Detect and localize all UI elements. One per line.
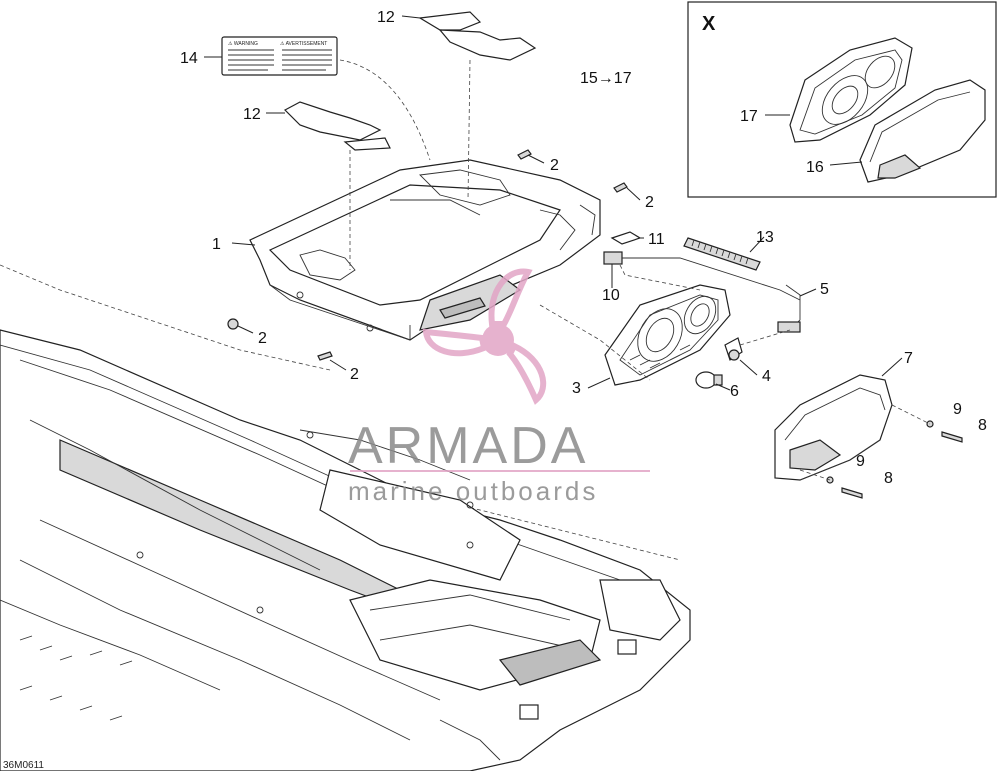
leader-lines — [204, 15, 903, 391]
callout-14: 14 — [180, 50, 198, 67]
callout-8-upper: 8 — [978, 417, 987, 434]
callout-9-upper: 9 — [953, 401, 962, 418]
callout-12-top: 12 — [377, 9, 395, 26]
watermark-brand: ARMADA — [348, 417, 588, 475]
callout-6: 6 — [730, 383, 739, 400]
callouts: 12 14 12 15→17 2 2 1 11 13 10 5 2 2 7 4 … — [180, 9, 987, 487]
lens-part-7 — [774, 374, 893, 481]
wire-harness-part-5 — [777, 284, 801, 333]
clip-part-11 — [610, 231, 642, 245]
bulb-part-6 — [695, 371, 723, 389]
reflector-part-3 — [604, 284, 731, 386]
callout-8-lower: 8 — [884, 470, 893, 487]
propeller-logo-icon — [422, 268, 547, 405]
spring-part-13 — [683, 237, 761, 271]
callout-17: 17 — [740, 108, 758, 125]
pad-upper-part-12 — [418, 11, 537, 61]
screw-8-upper — [941, 431, 963, 443]
callout-3: 3 — [572, 380, 581, 397]
pad-lower-part-12 — [284, 101, 391, 151]
callout-2-left: 2 — [258, 330, 267, 347]
callout-13: 13 — [756, 229, 774, 246]
inset-label-x: X — [702, 13, 716, 35]
callout-5: 5 — [820, 281, 829, 298]
decal-line-2: ⚠ AVERTISSEMENT — [280, 41, 327, 47]
callout-9-lower: 9 — [856, 453, 865, 470]
callout-4: 4 — [762, 368, 771, 385]
screw-2-left — [227, 318, 239, 330]
watermark: ARMADA marine outboards — [348, 268, 650, 506]
callout-1: 1 — [212, 236, 221, 253]
socket-part-4 — [724, 337, 743, 361]
screw-2-top — [517, 149, 532, 160]
decal-line-1: ⚠ WARNING — [228, 41, 258, 47]
callout-2-top: 2 — [550, 157, 559, 174]
screw-8-lower — [841, 487, 863, 499]
rear-housing-part-1 — [249, 159, 601, 341]
callout-2-bottom: 2 — [350, 366, 359, 383]
inset-box-x — [687, 1, 997, 198]
warning-decal-part-14: ⚠ WARNING ⚠ AVERTISSEMENT — [221, 36, 338, 76]
screw-2-right — [613, 182, 628, 193]
callout-7: 7 — [904, 350, 913, 367]
chassis-frame — [0, 264, 691, 771]
callout-15-to-17: 15→17 — [580, 70, 632, 87]
screw-2-bottom — [317, 351, 333, 361]
watermark-tagline: marine outboards — [348, 476, 598, 506]
callout-2-right: 2 — [645, 194, 654, 211]
callout-16: 16 — [806, 159, 824, 176]
callout-11: 11 — [648, 231, 665, 248]
callout-12-lower: 12 — [243, 106, 261, 123]
callout-10: 10 — [602, 287, 620, 304]
connector-part-10 — [603, 251, 801, 301]
figure-code: 36M0611 — [3, 760, 44, 771]
